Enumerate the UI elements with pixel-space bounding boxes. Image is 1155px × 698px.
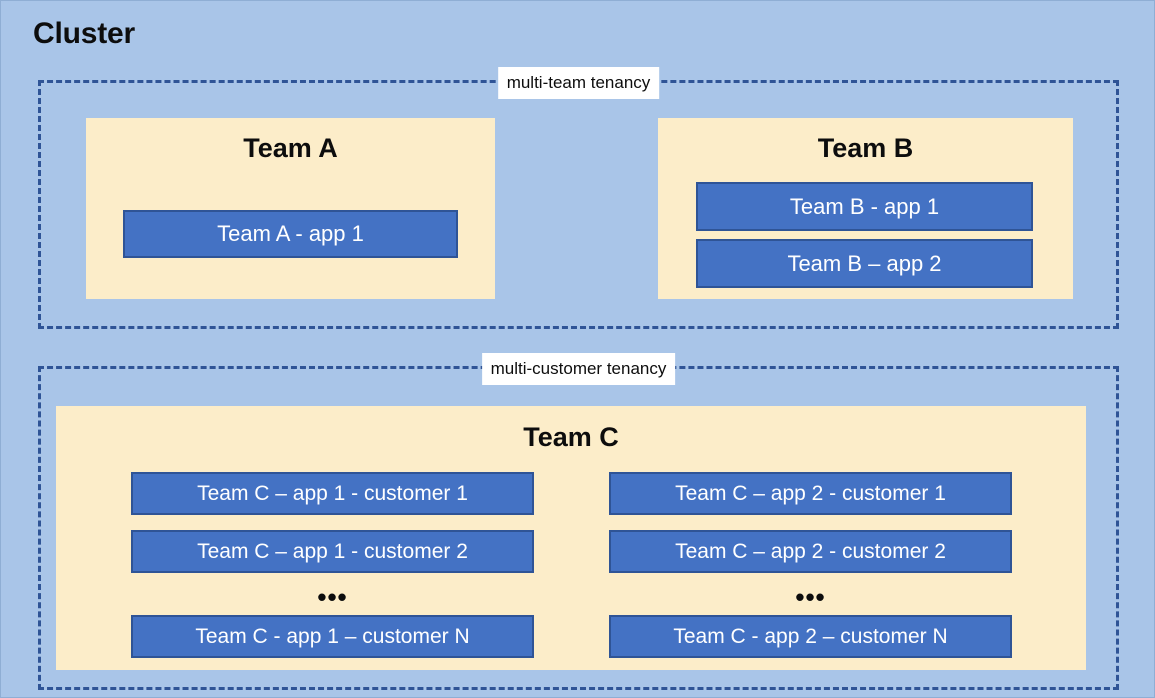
team-panel-team-b: Team B Team B - app 1 Team B – app 2	[658, 118, 1073, 299]
tenancy-group-multi-team: multi-team tenancy	[38, 67, 1119, 329]
team-title-team-c: Team C	[523, 422, 619, 452]
ellipsis-team-c-app-1: •••	[317, 582, 348, 612]
app-box-team-c-app-2-customer-2[interactable]: Team C – app 2 - customer 2	[609, 530, 1012, 573]
app-box-team-c-app-1-customer-n[interactable]: Team C - app 1 – customer N	[131, 615, 534, 658]
app-box-team-b-app-1[interactable]: Team B - app 1	[696, 182, 1033, 231]
team-panel-team-a: Team A Team A - app 1	[86, 118, 495, 299]
ellipsis-team-c-app-2: •••	[795, 582, 826, 612]
app-box-team-c-app-2-customer-1[interactable]: Team C – app 2 - customer 1	[609, 472, 1012, 515]
app-box-team-c-app-1-customer-1[interactable]: Team C – app 1 - customer 1	[131, 472, 534, 515]
tenancy-group-multi-customer: multi-customer tenancy	[38, 353, 1119, 690]
tenancy-label-multi-team: multi-team tenancy	[497, 67, 660, 99]
team-title-team-a: Team A	[243, 133, 338, 163]
team-panel-team-c: Team C Team C – app 1 - customer 1 Team …	[56, 406, 1086, 670]
app-box-team-c-app-2-customer-n[interactable]: Team C - app 2 – customer N	[609, 615, 1012, 658]
app-box-team-b-app-2[interactable]: Team B – app 2	[696, 239, 1033, 288]
app-box-team-a-app-1[interactable]: Team A - app 1	[123, 210, 458, 258]
tenancy-label-multi-customer: multi-customer tenancy	[481, 353, 676, 385]
cluster-title: Cluster	[33, 17, 135, 50]
team-title-team-b: Team B	[817, 133, 914, 163]
app-box-team-c-app-1-customer-2[interactable]: Team C – app 1 - customer 2	[131, 530, 534, 573]
